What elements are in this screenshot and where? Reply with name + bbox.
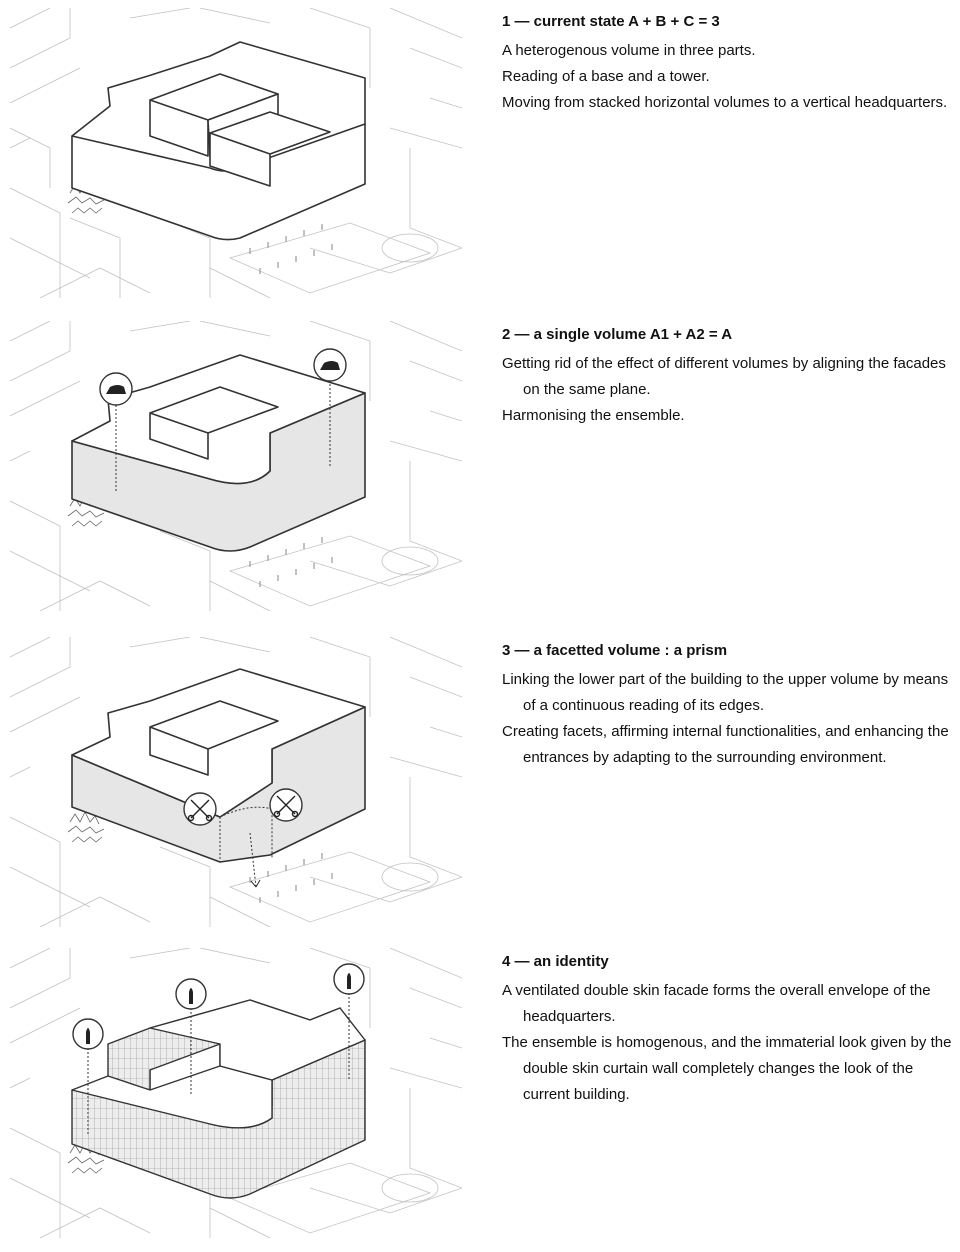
step-4-paragraph-2: The ensemble is homogenous, and the imma… bbox=[502, 1034, 952, 1103]
step-3-section: 3 — a facetted volume : a prism Linking … bbox=[0, 637, 960, 937]
context-buildings bbox=[10, 8, 462, 298]
step-1-axonometric-svg bbox=[10, 8, 462, 298]
step-3-paragraph-2: Creating facets, affirming internal func… bbox=[502, 723, 949, 766]
bollard-marks bbox=[249, 224, 333, 274]
step-1-section: 1 — current state A + B + C = 3 A hetero… bbox=[0, 8, 960, 308]
step-3-text: 3 — a facetted volume : a prism Linking … bbox=[502, 641, 954, 771]
step-2-title: 2 — a single volume A1 + A2 = A bbox=[502, 326, 733, 343]
leader-lines bbox=[87, 993, 350, 1136]
brush-icon bbox=[72, 963, 365, 1050]
step-3-axonometric-drawing bbox=[10, 637, 462, 927]
step-4-axonometric-svg bbox=[10, 948, 462, 1238]
step-4-text: 4 — an identity A ventilated double skin… bbox=[502, 952, 954, 1108]
leader-lines bbox=[115, 376, 331, 491]
bollard-marks bbox=[249, 853, 333, 903]
step-3-axonometric-svg bbox=[10, 637, 462, 927]
context-buildings bbox=[10, 321, 462, 611]
context-buildings bbox=[10, 637, 462, 927]
bollard-marks bbox=[249, 537, 333, 587]
step-2-axonometric-svg bbox=[10, 321, 462, 611]
step-1-paragraph-1: A heterogenous volume in three parts. bbox=[502, 42, 756, 59]
building-double-skin bbox=[71, 999, 366, 1199]
step-2-paragraph-1: Getting rid of the effect of different v… bbox=[502, 355, 946, 398]
step-1-text: 1 — current state A + B + C = 3 A hetero… bbox=[502, 12, 954, 116]
step-4-section: 4 — an identity A ventilated double skin… bbox=[0, 948, 960, 1248]
building-single-volume bbox=[71, 354, 366, 552]
step-1-axonometric-drawing bbox=[10, 8, 462, 298]
iron-icon bbox=[99, 348, 347, 406]
step-2-paragraph-2: Harmonising the ensemble. bbox=[502, 407, 685, 424]
step-4-title: 4 — an identity bbox=[502, 953, 609, 970]
building-volumes bbox=[71, 41, 366, 241]
step-2-text: 2 — a single volume A1 + A2 = A Getting … bbox=[502, 325, 954, 429]
step-4-paragraph-1: A ventilated double skin facade forms th… bbox=[502, 982, 931, 1025]
step-1-paragraph-3: Moving from stacked horizontal volumes t… bbox=[502, 94, 948, 111]
context-buildings bbox=[10, 948, 462, 1238]
step-1-paragraph-2: Reading of a base and a tower. bbox=[502, 68, 710, 85]
building-prism bbox=[71, 668, 366, 863]
step-3-title: 3 — a facetted volume : a prism bbox=[502, 642, 728, 659]
step-2-axonometric-drawing bbox=[10, 321, 462, 611]
step-1-title: 1 — current state A + B + C = 3 bbox=[502, 13, 720, 30]
step-4-axonometric-drawing bbox=[10, 948, 462, 1238]
step-3-paragraph-1: Linking the lower part of the building t… bbox=[502, 671, 949, 714]
step-2-section: 2 — a single volume A1 + A2 = A Getting … bbox=[0, 321, 960, 621]
scissors-icon bbox=[183, 788, 303, 826]
